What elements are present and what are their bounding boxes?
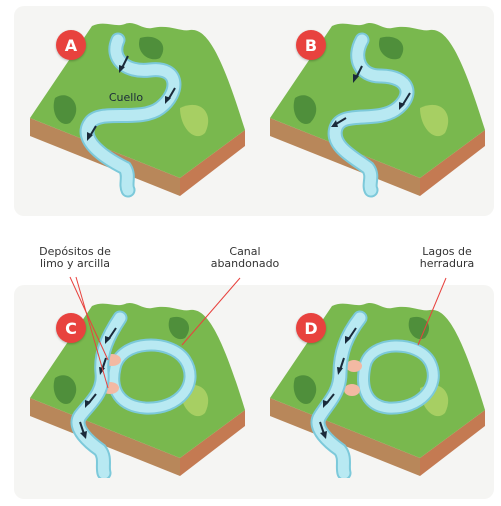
leader-line-oxbow (418, 278, 446, 345)
badge-b: B (296, 30, 326, 60)
label-oxbow-line2: herradura (410, 258, 484, 270)
label-oxbow: Lagos de herradura (410, 246, 484, 270)
label-abandoned: Canal abandonado (205, 246, 285, 270)
label-deposits: Depósitos de limo y arcilla (30, 246, 120, 270)
label-abandoned-line2: abandonado (205, 258, 285, 270)
badge-c: C (56, 313, 86, 343)
leader-line-abandoned (182, 278, 240, 345)
label-neck: Cuello (96, 92, 156, 104)
badge-a: A (56, 30, 86, 60)
badge-d: D (296, 313, 326, 343)
label-deposits-line2: limo y arcilla (30, 258, 120, 270)
